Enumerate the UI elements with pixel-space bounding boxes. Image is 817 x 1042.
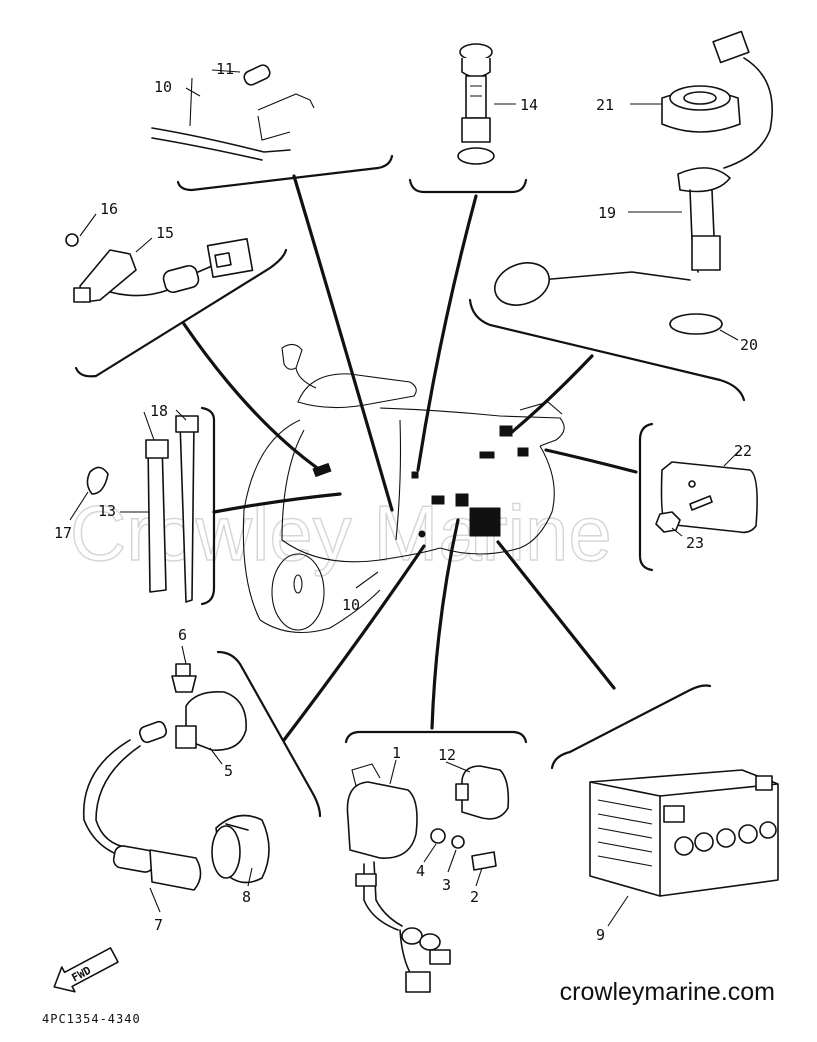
callout-8: 8 — [242, 888, 251, 906]
battery-9 — [589, 769, 779, 897]
callout-labels: 10 11 14 21 19 20 16 15 18 13 17 22 23 1… — [54, 60, 758, 944]
callout-10-bottom: 10 — [342, 596, 360, 614]
callout-5: 5 — [224, 762, 233, 780]
wire-harness-10 — [151, 64, 315, 161]
callout-2: 2 — [470, 888, 479, 906]
leader-lines — [182, 174, 638, 742]
callout-23: 23 — [686, 534, 704, 552]
clamp-11 — [243, 64, 271, 86]
callout-9: 9 — [596, 926, 605, 944]
gasket-20 — [669, 313, 723, 335]
callout-18: 18 — [150, 402, 168, 420]
bands — [86, 415, 199, 603]
callout-15: 15 — [156, 224, 174, 242]
callout-21: 21 — [596, 96, 614, 114]
callout-6: 6 — [178, 626, 187, 644]
cdi-unit-1 — [346, 763, 510, 993]
sensor-15 — [65, 233, 254, 303]
label-leaders — [69, 69, 743, 927]
scooter-outline — [242, 343, 565, 633]
diagram-code: 4PC1354-4340 — [42, 1012, 141, 1026]
callout-1: 1 — [392, 744, 401, 762]
drain-valve-14 — [457, 43, 495, 165]
group-brackets — [74, 154, 746, 818]
callout-10-top: 10 — [154, 78, 172, 96]
callout-3: 3 — [442, 876, 451, 894]
callout-12: 12 — [438, 746, 456, 764]
callout-17: 17 — [54, 524, 72, 542]
reflector-22 — [655, 461, 758, 534]
site-url: crowleymarine.com — [559, 978, 775, 1006]
fwd-arrow: FWD — [53, 947, 119, 993]
ignition-coil-5 — [82, 663, 270, 891]
callout-11: 11 — [216, 60, 234, 78]
callout-13: 13 — [98, 502, 116, 520]
callout-4: 4 — [416, 862, 425, 880]
callout-7: 7 — [154, 916, 163, 934]
callout-22: 22 — [734, 442, 752, 460]
callout-14: 14 — [520, 96, 538, 114]
fuel-sender-19 — [494, 30, 773, 335]
callout-19: 19 — [598, 204, 616, 222]
callout-20: 20 — [740, 336, 758, 354]
callout-16: 16 — [100, 200, 118, 218]
